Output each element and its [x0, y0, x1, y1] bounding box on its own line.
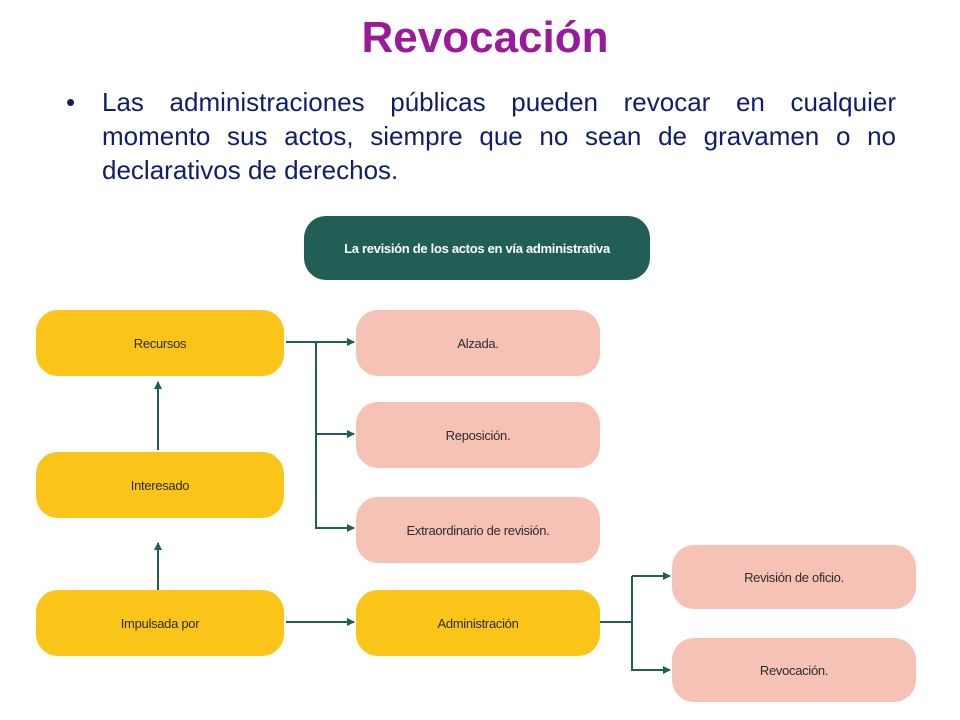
- node-revision-oficio: Revisión de oficio.: [672, 545, 916, 609]
- node-administracion: Administración: [356, 590, 600, 656]
- diagram-connectors: [154, 338, 671, 674]
- bullet-point: • Las administraciones públicas pueden r…: [66, 85, 896, 187]
- revision-diagram: La revisión de los actos en vía administ…: [36, 210, 926, 720]
- node-alzada: Alzada.: [356, 310, 600, 376]
- node-recursos: Recursos: [36, 310, 284, 376]
- node-reposicion: Reposición.: [356, 402, 600, 468]
- bullet-text: Las administraciones públicas pueden rev…: [102, 87, 896, 185]
- node-extraordinario-revision: Extraordinario de revisión.: [356, 497, 600, 563]
- diagram-header: La revisión de los actos en vía administ…: [304, 216, 650, 280]
- bullet-marker: •: [66, 87, 76, 117]
- node-impulsada-por: Impulsada por: [36, 590, 284, 656]
- node-interesado: Interesado: [36, 452, 284, 518]
- slide-title: Revocación: [361, 13, 609, 62]
- node-revocacion: Revocación.: [672, 638, 916, 702]
